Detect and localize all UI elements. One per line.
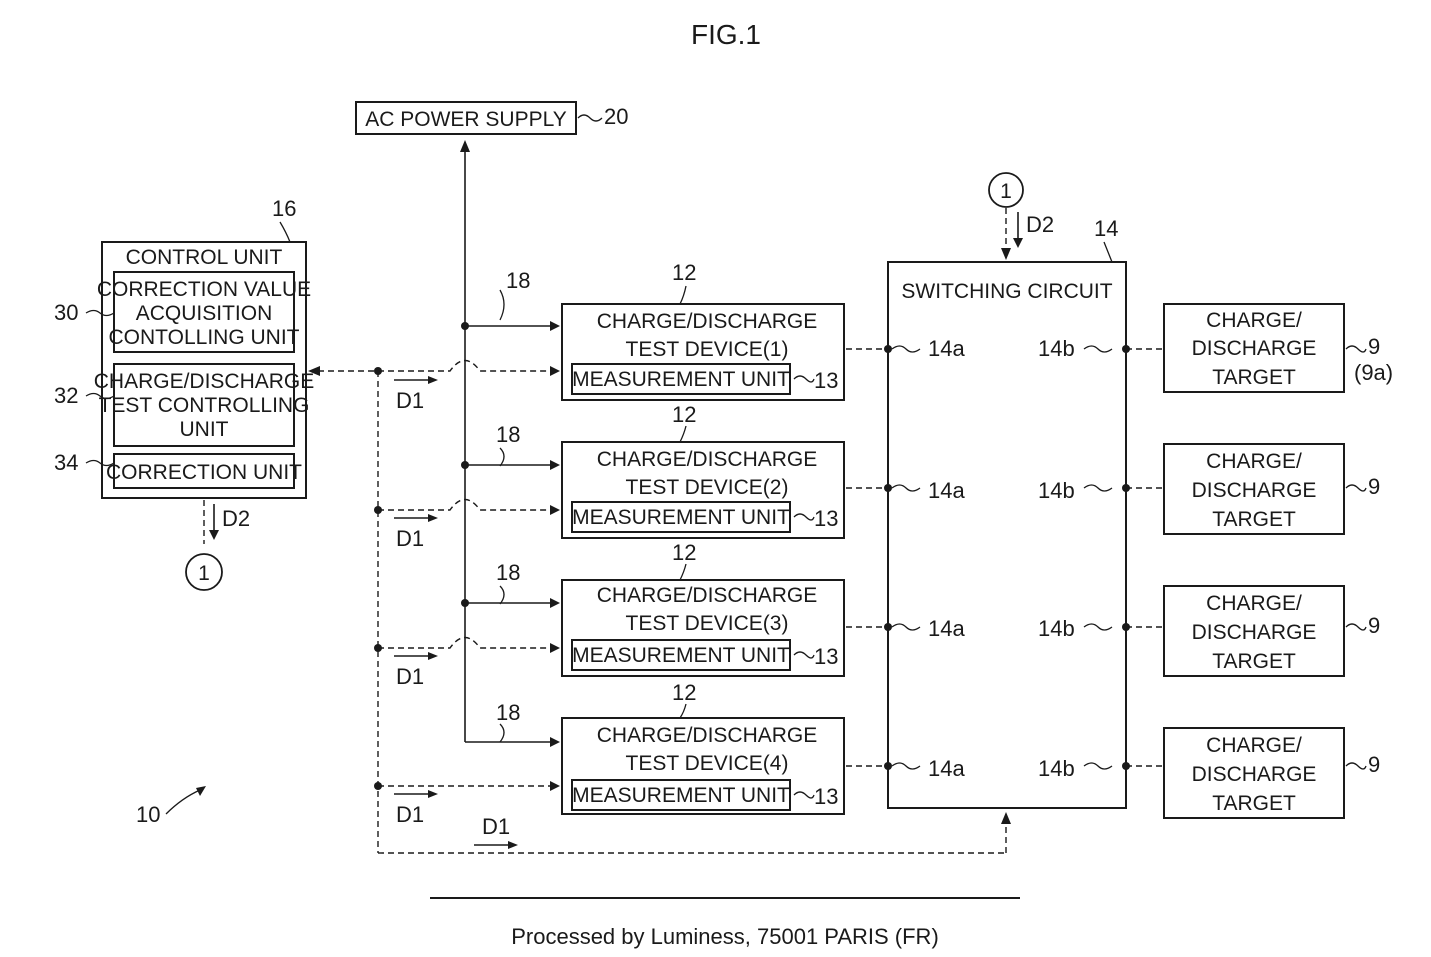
correction-value-unit-line-1: CORRECTION VALUE bbox=[97, 278, 311, 301]
control-unit-ref: 16 bbox=[272, 196, 296, 221]
correction-value-unit-line-2: ACQUISITION bbox=[136, 302, 273, 325]
ac-power-supply: AC POWER SUPPLY 20 bbox=[356, 102, 628, 134]
test-device-4-ref: 12 bbox=[672, 680, 696, 705]
target-2-line-1: CHARGE/ bbox=[1206, 450, 1302, 473]
switching-circuit-label: SWITCHING CIRCUIT bbox=[901, 280, 1112, 303]
target-1-line-3: TARGET bbox=[1212, 366, 1296, 389]
power-line-ref-1: 18 bbox=[506, 268, 530, 293]
control-connector-label: 1 bbox=[198, 562, 210, 585]
switching-circuit: SWITCHING CIRCUIT 14 1 D2 bbox=[888, 173, 1126, 808]
correction-value-unit-line-3: CONTOLLING UNIT bbox=[109, 326, 300, 349]
control-signal-label-3: D1 bbox=[396, 664, 424, 689]
ac-power-supply-ref: 20 bbox=[604, 104, 628, 129]
terminal-14b-3: 14b bbox=[1038, 616, 1075, 641]
test-device-4: 18 D1 CHARGE/DISCHARGE TEST DEVICE(4) ME… bbox=[374, 680, 844, 827]
measurement-unit-2-ref: 13 bbox=[814, 506, 838, 531]
test-device-1-line-1: CHARGE/DISCHARGE bbox=[597, 310, 818, 333]
target-3-line-3: TARGET bbox=[1212, 650, 1296, 673]
test-device-4-line-1: CHARGE/DISCHARGE bbox=[597, 724, 818, 747]
power-line-ref-4: 18 bbox=[496, 700, 520, 725]
switching-d1-label: D1 bbox=[482, 814, 510, 839]
test-device-2: 18 D1 CHARGE/DISCHARGE TEST DEVICE(2) ME… bbox=[374, 402, 844, 551]
measurement-unit-1-ref: 13 bbox=[814, 368, 838, 393]
correction-value-unit-ref: 30 bbox=[54, 300, 78, 325]
target-3-ref: 9 bbox=[1368, 613, 1380, 638]
target-1-ref: 9 bbox=[1368, 334, 1380, 359]
target-3-line-1: CHARGE/ bbox=[1206, 592, 1302, 615]
correction-unit-ref: 34 bbox=[54, 450, 78, 475]
power-line-ref-3: 18 bbox=[496, 560, 520, 585]
target-1-line-1: CHARGE/ bbox=[1206, 309, 1302, 332]
power-bus bbox=[460, 140, 470, 742]
measurement-unit-4-ref: 13 bbox=[814, 784, 838, 809]
target-4-ref: 9 bbox=[1368, 752, 1380, 777]
measurement-unit-3-label: MEASUREMENT UNIT bbox=[572, 644, 790, 667]
target-3-line-2: DISCHARGE bbox=[1192, 621, 1317, 644]
target-2-ref: 9 bbox=[1368, 474, 1380, 499]
terminal-14b-4: 14b bbox=[1038, 756, 1075, 781]
terminal-14b-2: 14b bbox=[1038, 478, 1075, 503]
terminal-14a-3: 14a bbox=[928, 616, 965, 641]
control-d2-label: D2 bbox=[222, 506, 250, 531]
control-signal-label-2: D1 bbox=[396, 526, 424, 551]
control-unit: CONTROL UNIT 16 CORRECTION VALUE ACQUISI… bbox=[54, 196, 314, 498]
switching-d2-label: D2 bbox=[1026, 212, 1054, 237]
test-controlling-unit-line-1: CHARGE/DISCHARGE bbox=[94, 370, 315, 393]
test-device-1-line-2: TEST DEVICE(1) bbox=[626, 338, 789, 361]
test-device-2-line-1: CHARGE/DISCHARGE bbox=[597, 448, 818, 471]
target-4-line-2: DISCHARGE bbox=[1192, 763, 1317, 786]
footer-text: Processed by Luminess, 75001 PARIS (FR) bbox=[511, 924, 939, 949]
target-1-line-2: DISCHARGE bbox=[1192, 337, 1317, 360]
test-device-2-line-2: TEST DEVICE(2) bbox=[626, 476, 789, 499]
measurement-unit-4-label: MEASUREMENT UNIT bbox=[572, 784, 790, 807]
target-4-line-1: CHARGE/ bbox=[1206, 734, 1302, 757]
test-device-3: 18 D1 CHARGE/DISCHARGE TEST DEVICE(3) ME… bbox=[374, 540, 844, 689]
test-device-1-ref: 12 bbox=[672, 260, 696, 285]
test-device-2-ref: 12 bbox=[672, 402, 696, 427]
terminal-14b-1: 14b bbox=[1038, 336, 1075, 361]
target-2-line-2: DISCHARGE bbox=[1192, 479, 1317, 502]
measurement-unit-2-label: MEASUREMENT UNIT bbox=[572, 506, 790, 529]
test-device-3-line-2: TEST DEVICE(3) bbox=[626, 612, 789, 635]
test-controlling-unit-line-2: TEST CONTROLLING bbox=[99, 394, 310, 417]
terminal-14a-4: 14a bbox=[928, 756, 965, 781]
target-1-subref: (9a) bbox=[1354, 360, 1393, 385]
system-ref-label: 10 bbox=[136, 802, 160, 827]
test-device-4-line-2: TEST DEVICE(4) bbox=[626, 752, 789, 775]
test-device-3-line-1: CHARGE/DISCHARGE bbox=[597, 584, 818, 607]
control-signal-label-1: D1 bbox=[396, 388, 424, 413]
switching-connector-label: 1 bbox=[1000, 180, 1012, 203]
test-controlling-unit-line-3: UNIT bbox=[180, 418, 229, 441]
control-signal-label-4: D1 bbox=[396, 802, 424, 827]
ac-power-supply-label: AC POWER SUPPLY bbox=[365, 108, 567, 131]
control-unit-label: CONTROL UNIT bbox=[126, 246, 283, 269]
switching-circuit-ref: 14 bbox=[1094, 216, 1118, 241]
correction-unit-label: CORRECTION UNIT bbox=[106, 461, 302, 484]
control-d2-link: D2 1 bbox=[186, 500, 250, 590]
measurement-unit-3-ref: 13 bbox=[814, 644, 838, 669]
target-4-line-3: TARGET bbox=[1212, 792, 1296, 815]
target-2-line-3: TARGET bbox=[1212, 508, 1296, 531]
system-ref: 10 bbox=[136, 786, 206, 827]
measurement-unit-1-label: MEASUREMENT UNIT bbox=[572, 368, 790, 391]
terminal-14a-2: 14a bbox=[928, 478, 965, 503]
test-controlling-unit-ref: 32 bbox=[54, 383, 78, 408]
test-device-1: 18 D1 CHARGE/DISCHARGE TEST DEVICE(1) ME… bbox=[374, 260, 844, 413]
power-line-ref-2: 18 bbox=[496, 422, 520, 447]
figure-title: FIG.1 bbox=[691, 19, 761, 50]
test-device-3-ref: 12 bbox=[672, 540, 696, 565]
terminal-14a-1: 14a bbox=[928, 336, 965, 361]
